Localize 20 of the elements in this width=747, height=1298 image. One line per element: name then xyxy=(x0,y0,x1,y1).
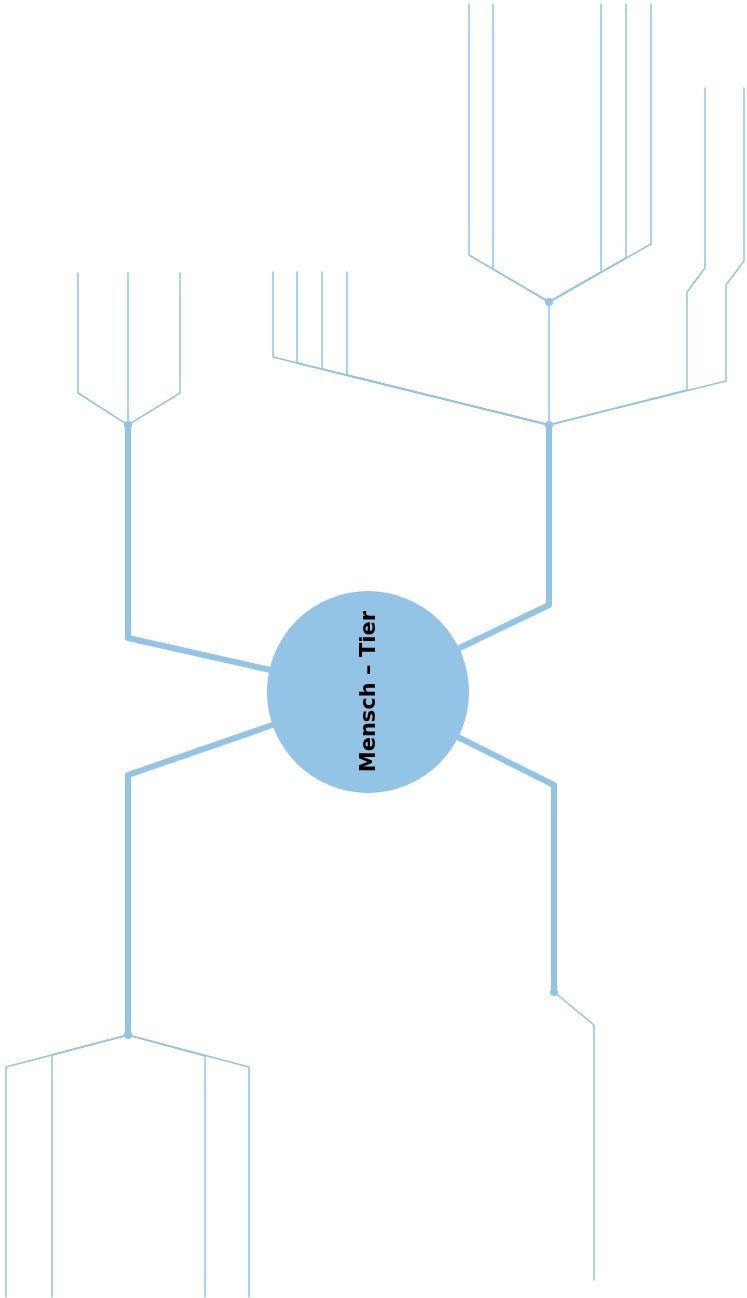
branch-line xyxy=(492,3,547,301)
branch-line xyxy=(548,305,550,422)
junction-dot xyxy=(124,1031,132,1039)
junction-dot xyxy=(545,421,553,429)
branch-line xyxy=(131,1035,250,1298)
junction-dot xyxy=(545,298,553,306)
branch-line xyxy=(131,1035,206,1298)
junction-dot xyxy=(124,421,132,429)
main-branch-line xyxy=(455,734,557,991)
branch-line xyxy=(552,87,745,425)
branch-line xyxy=(77,272,126,424)
branch-line xyxy=(556,993,595,1281)
branch-line xyxy=(5,1035,125,1298)
topic-label: Mensch – Tier xyxy=(356,611,380,773)
main-branch-line xyxy=(456,426,552,652)
main-branch-line xyxy=(125,722,276,1034)
branch-line xyxy=(127,272,129,422)
branch-line xyxy=(551,3,652,301)
branch-line xyxy=(130,272,181,424)
junction-dot xyxy=(550,988,558,996)
